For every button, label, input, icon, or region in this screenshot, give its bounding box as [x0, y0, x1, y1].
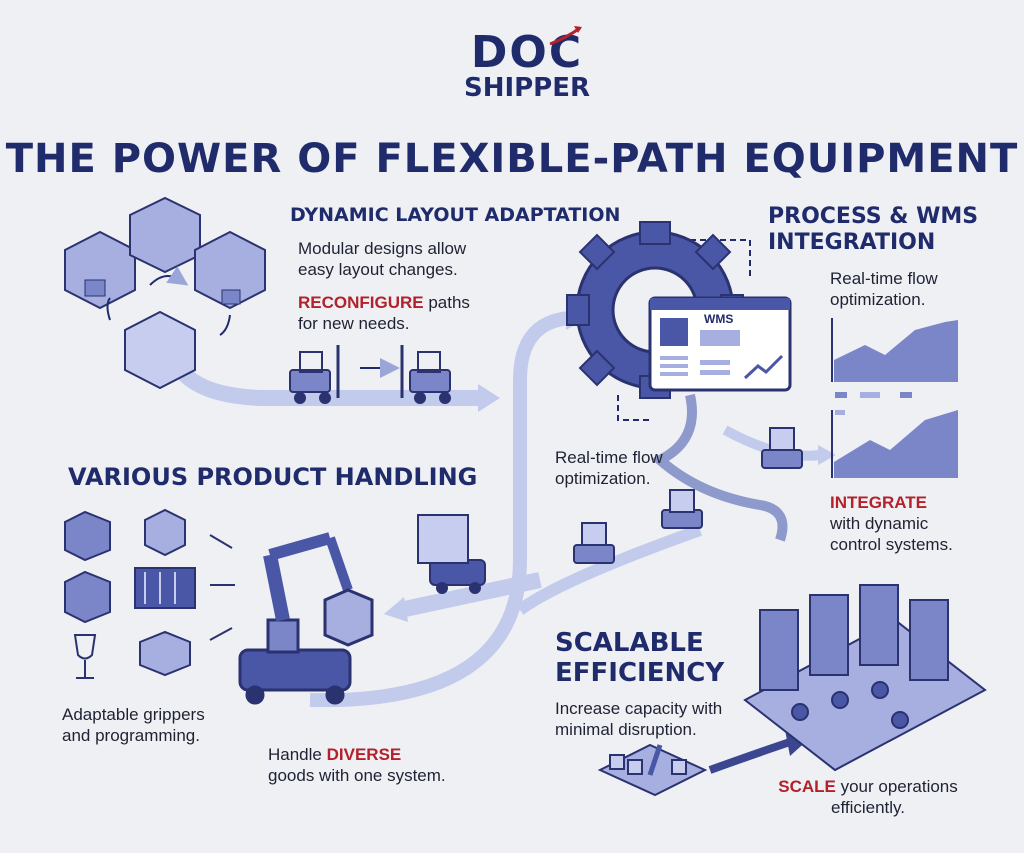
scale-line2: efficiently.: [830, 798, 906, 817]
agv-cart-icon: [573, 427, 803, 564]
product-handling-text: Adaptable grippers and programming.: [62, 704, 205, 746]
integrate-line1: with dynamic: [830, 514, 929, 533]
heading-product-handling: VARIOUS PRODUCT HANDLING: [68, 463, 478, 491]
area-chart-icon: [831, 410, 958, 478]
center-flow-text-line2: optimization.: [555, 469, 651, 488]
page-title: THE POWER OF FLEXIBLE-PATH EQUIPMENT: [5, 136, 1019, 182]
diverse-highlight: DIVERSE: [326, 745, 402, 764]
scaled-warehouse-icon: [743, 584, 987, 772]
process-wms-text-line1: Real-time flow: [830, 269, 938, 288]
center-flow-text-line1: Real-time flow: [555, 448, 663, 467]
delivery-robot-icon: [417, 514, 486, 594]
heading-scalable-line2: EFFICIENCY: [555, 658, 725, 688]
integrate-text: INTEGRATE with dynamic control systems.: [830, 492, 953, 555]
dynamic-layout-text-line1: Modular designs allow: [298, 239, 467, 258]
heading-scalable-line1: SCALABLE: [555, 628, 704, 658]
product-connector-lines: [209, 534, 235, 641]
wms-screen-label: WMS: [704, 312, 734, 326]
forklift-icon: [400, 345, 451, 404]
heading-process-wms-line2: INTEGRATION: [768, 230, 936, 255]
forklift-icon: [289, 345, 340, 404]
reconfigure-rest: paths: [423, 293, 470, 312]
scalable-text-line1: Increase capacity with: [555, 699, 723, 718]
heading-dynamic-layout: DYNAMIC LAYOUT ADAPTATION: [290, 204, 621, 226]
heading-scalable: SCALABLE EFFICIENCY: [555, 628, 724, 688]
product-handling-text-line1: Adaptable grippers: [62, 705, 205, 724]
integrate-highlight: INTEGRATE: [830, 493, 927, 512]
diverse-text: Handle DIVERSE goods with one system.: [268, 744, 446, 786]
scale-text: SCALE your operations efficiently.: [768, 776, 968, 818]
logo-line2: SHIPPER: [463, 73, 591, 103]
process-wms-text-line2: optimization.: [830, 290, 926, 309]
process-wms-text: Real-time flow optimization.: [830, 268, 938, 310]
modular-warehouse-icon: [64, 196, 266, 390]
heading-process-wms-line1: PROCESS & WMS: [768, 204, 979, 229]
dynamic-layout-text: Modular designs allow easy layout change…: [298, 238, 466, 280]
scalable-text-line2: minimal disruption.: [555, 720, 697, 739]
scale-rest: your operations: [835, 777, 958, 796]
arrow-to-robot: [384, 572, 542, 622]
product-handling-text-line2: and programming.: [62, 726, 200, 745]
product-boxes-icon: [64, 508, 196, 679]
heading-process-wms: PROCESS & WMS INTEGRATION: [768, 204, 978, 256]
area-chart-icon: [831, 318, 958, 398]
reconfigure-highlight: RECONFIGURE: [298, 293, 424, 312]
airplane-icon: [549, 26, 582, 46]
wms-screen-icon: [648, 296, 792, 392]
diverse-pre: Handle: [268, 745, 327, 764]
dynamic-layout-cta: RECONFIGURE paths for new needs.: [298, 292, 470, 334]
scalable-text: Increase capacity with minimal disruptio…: [555, 698, 722, 740]
scale-highlight: SCALE: [778, 777, 836, 796]
robot-arm-icon: [238, 532, 374, 705]
center-flow-text: Real-time flow optimization.: [555, 447, 663, 489]
reconfigure-line2: for new needs.: [298, 314, 410, 333]
dynamic-layout-text-line2: easy layout changes.: [298, 260, 458, 279]
integrate-line2: control systems.: [830, 535, 953, 554]
diverse-line2: goods with one system.: [268, 766, 446, 785]
small-warehouse-icon: [597, 743, 708, 797]
company-logo: DOC SHIPPER: [452, 26, 602, 103]
